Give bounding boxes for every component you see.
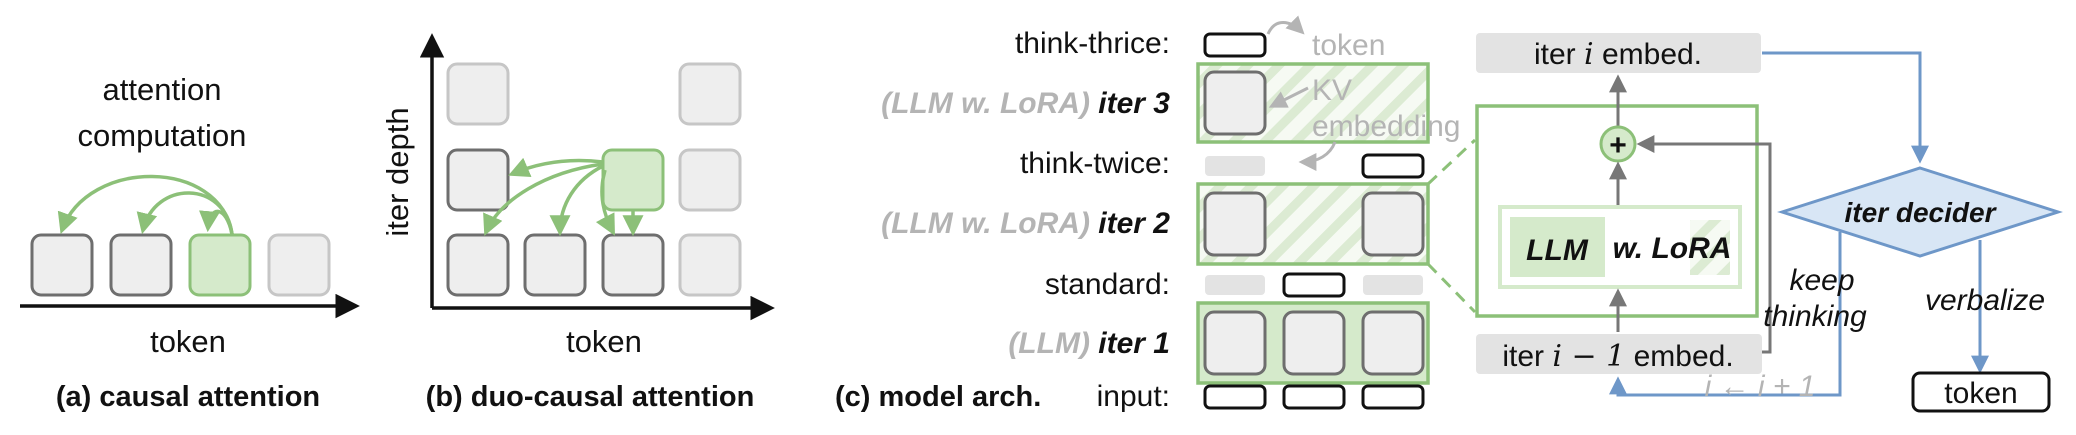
input-token-3 — [1361, 384, 1425, 410]
iter-embed-suffix: embed. — [1602, 38, 1702, 71]
standard-token — [1282, 272, 1346, 298]
think-twice-token — [1361, 153, 1425, 179]
plus-symbol: + — [1609, 129, 1627, 162]
duo-arrow-r1c3 — [595, 169, 615, 236]
update-rule: i ← i + 1 — [1705, 370, 1816, 403]
iter1-name: iter 1 — [1098, 327, 1170, 360]
iter-embed-prefix: iter — [1534, 38, 1576, 71]
embed-to-decider-arrow — [1762, 51, 1929, 164]
attention-label-line1: attention — [103, 72, 222, 107]
iter2-token-box-1 — [1203, 191, 1267, 257]
iter3-label: (LLM w. LoRA) iter 3 — [881, 87, 1170, 120]
iter-embed-box — [1476, 33, 1761, 73]
attention-arrow-3 — [199, 209, 234, 235]
think-thrice-token — [1203, 32, 1267, 58]
duo-arrow-r1c1 — [483, 162, 604, 236]
standard-slot-1 — [1205, 275, 1265, 295]
panel-c-caption: (c) model arch. — [835, 381, 1041, 413]
think-twice-slot — [1205, 156, 1265, 176]
iter2-label: (LLM w. LoRA) iter 2 — [881, 207, 1170, 240]
input-token-1 — [1203, 384, 1267, 410]
iter-decider-label: iter decider — [1845, 197, 1998, 228]
grid-box-r1c3 — [601, 233, 665, 297]
token-recycle-arrow — [1266, 15, 1305, 35]
iter1-token-box-1 — [1203, 310, 1267, 376]
iter2-name: iter 2 — [1098, 207, 1170, 240]
attention-arrow-2 — [136, 191, 234, 235]
keep-thinking-loop — [1609, 232, 1842, 397]
token-box-1 — [30, 233, 94, 297]
iter3-prefix: (LLM w. LoRA) — [881, 87, 1090, 120]
prev-embed-var: i − 1 — [1552, 339, 1625, 374]
panel-b-caption: (b) duo-causal attention — [426, 381, 755, 413]
keep-thinking-line2: thinking — [1763, 300, 1867, 333]
iter-embed-var: i — [1584, 37, 1594, 72]
panel-c: think-thrice: think-twice: standard: inp… — [835, 15, 2063, 413]
duo-arrow-left — [508, 157, 604, 178]
llm-label: LLM — [1526, 234, 1589, 267]
think-twice-label: think-twice: — [1020, 147, 1170, 180]
verbalize-label: verbalize — [1925, 284, 2045, 317]
panel-a: attention computation token (a) causal a… — [20, 72, 360, 413]
keep-thinking-line1: keep — [1789, 264, 1854, 297]
think-thrice-label: think-thrice: — [1015, 27, 1170, 60]
residual-path — [1636, 135, 1772, 354]
attention-label-line2: computation — [78, 118, 247, 153]
zoom-line-top — [1426, 138, 1477, 186]
kv-annotation-line1: KV — [1312, 74, 1352, 107]
panel-b: iter depth token (b) duo-causal attentio… — [380, 33, 775, 413]
prev-embed-box — [1476, 334, 1762, 374]
kv-arrow — [1268, 86, 1309, 108]
grid-box-r3c4 — [678, 62, 742, 126]
token-annotation: token — [1312, 29, 1385, 62]
iter-decider-diamond — [1777, 166, 2063, 258]
iter1-prefix: (LLM) — [1008, 327, 1090, 360]
grid-box-r1c1 — [446, 233, 510, 297]
embedding-arrow — [1298, 141, 1337, 171]
llm-core — [1510, 217, 1605, 277]
iter1-token-box-2 — [1282, 310, 1346, 376]
grid-box-r1c2 — [523, 233, 587, 297]
standard-slot-3 — [1363, 275, 1423, 295]
iter2-token-box-3 — [1361, 191, 1425, 257]
grid-box-r2c3-current — [601, 148, 665, 212]
plus-node — [1599, 125, 1637, 163]
iter3-token-box — [1203, 70, 1267, 136]
attention-arrow-1 — [57, 174, 234, 235]
token-box-future — [267, 233, 331, 297]
iter-embed-label: iter i embed. — [1534, 37, 1702, 72]
iter1-label: (LLM) iter 1 — [1008, 327, 1170, 360]
token-axis-label-b: token — [566, 324, 642, 359]
duo-arrow-r1c2 — [549, 164, 604, 237]
grid-box-r2c1 — [446, 148, 510, 212]
lora-adapter — [1690, 220, 1730, 275]
prev-embed-prefix: iter — [1502, 340, 1544, 373]
token-box-current — [188, 233, 252, 297]
prev-embed-suffix: embed. — [1634, 340, 1734, 373]
standard-label: standard: — [1045, 268, 1170, 301]
grid-box-r1c4 — [678, 233, 742, 297]
token-box-2 — [109, 233, 173, 297]
input-label: input: — [1097, 380, 1170, 413]
zoom-line-bottom — [1426, 262, 1477, 314]
iter2-prefix: (LLM w. LoRA) — [881, 207, 1090, 240]
iter3-name: iter 3 — [1098, 87, 1170, 120]
input-token-2 — [1282, 384, 1346, 410]
output-token-label: token — [1944, 377, 2017, 410]
lora-label: w. LoRA — [1613, 232, 1732, 265]
iter-depth-label: iter depth — [380, 107, 415, 236]
prev-embed-label: iter i − 1 embed. — [1502, 339, 1733, 374]
panel-a-caption: (a) causal attention — [56, 381, 320, 413]
output-token-box — [1911, 371, 2051, 413]
iter1-token-box-3 — [1361, 310, 1425, 376]
kv-annotation-line2: embedding — [1312, 110, 1460, 143]
token-axis-label: token — [150, 324, 226, 359]
grid-box-r2c4 — [678, 148, 742, 212]
grid-box-r3c1 — [446, 62, 510, 126]
